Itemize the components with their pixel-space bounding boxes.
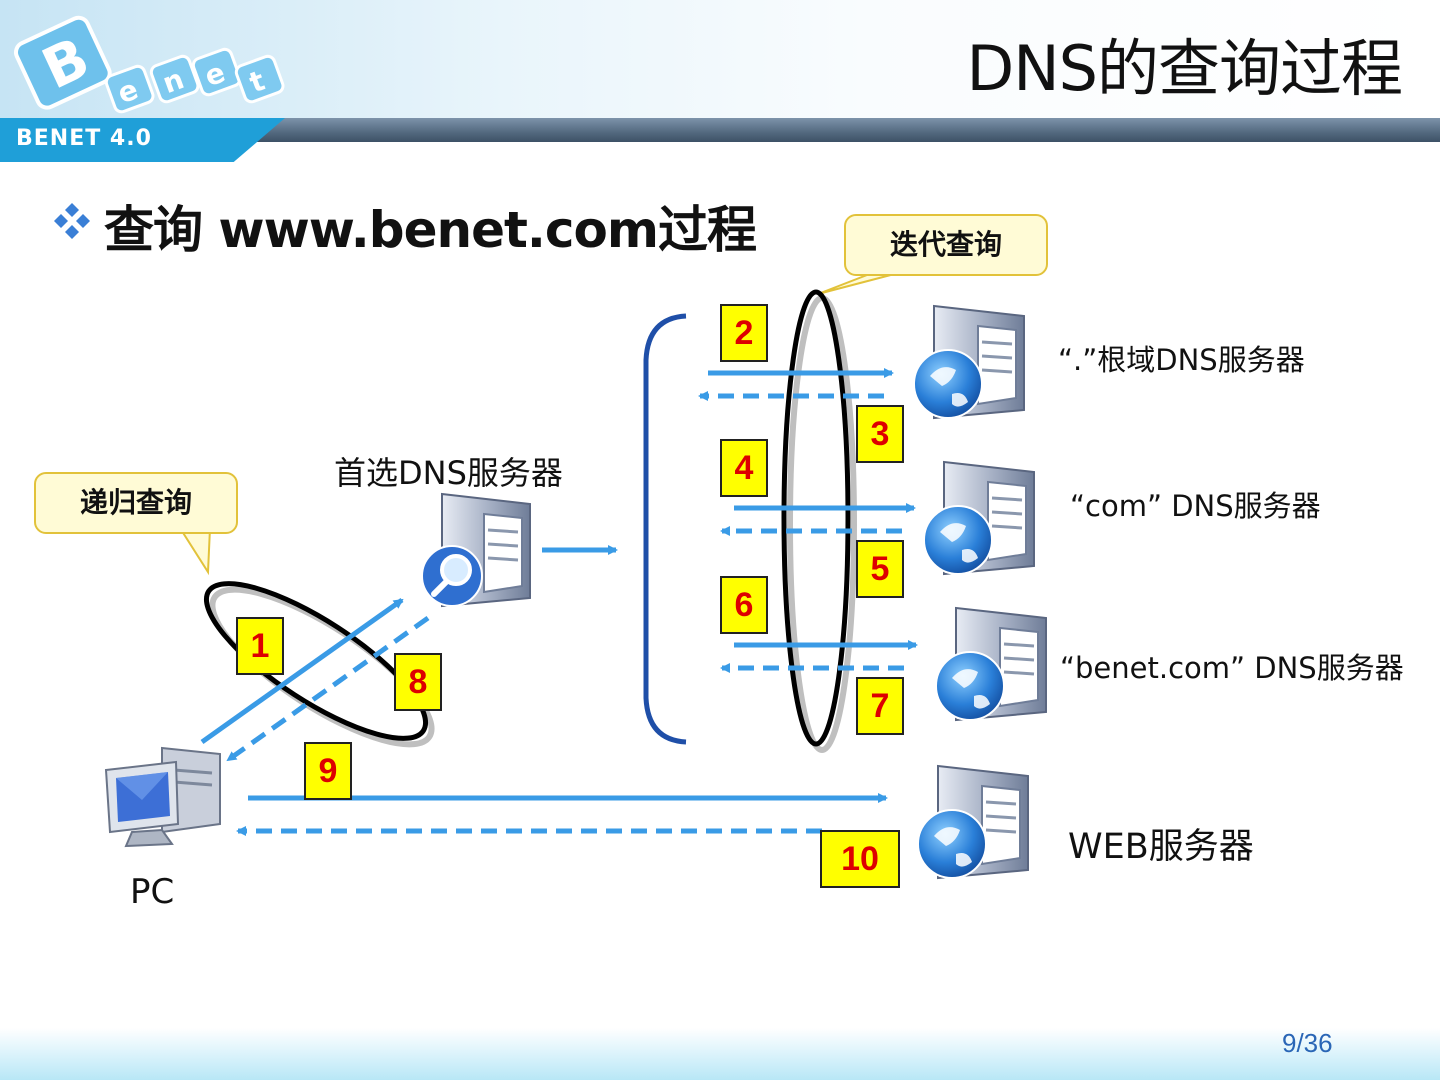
step-badge-8: 8 xyxy=(394,653,442,711)
recursive-ellipse xyxy=(203,581,429,741)
step-badge-7: 7 xyxy=(856,677,904,735)
root-dns-server-icon xyxy=(913,304,1025,420)
iterative-bracket xyxy=(643,313,687,745)
web-server-icon xyxy=(917,764,1029,880)
preferred-dns-label: 首选DNS服务器 xyxy=(334,454,563,492)
step-badge-9: 9 xyxy=(304,742,352,800)
preferred-dns-server-icon xyxy=(421,492,531,608)
step-badge-1: 1 xyxy=(236,617,284,675)
callout-iterative-query: 迭代查询 xyxy=(844,214,1048,276)
callout-tail-recursive xyxy=(178,527,212,576)
root-dns-label: “.”根域DNS服务器 xyxy=(1058,343,1305,377)
iterative-ellipse-shadow xyxy=(787,295,857,753)
step-badge-4: 4 xyxy=(720,439,768,497)
step-badge-5: 5 xyxy=(856,540,904,598)
arrow-step-8 xyxy=(226,615,430,763)
pc-label: PC xyxy=(130,872,175,912)
com-dns-server-icon xyxy=(923,460,1035,576)
callout-recursive-query: 递归查询 xyxy=(34,472,238,534)
footer-background xyxy=(0,1028,1440,1080)
version-tab xyxy=(0,118,285,162)
arrow-step-1 xyxy=(200,597,404,745)
diamond-bullet-icon xyxy=(54,203,90,239)
version-label: BENET 4.0 xyxy=(16,126,152,151)
benet-dns-label: “benet.com” DNS服务器 xyxy=(1060,651,1404,685)
page-number: 9/36 xyxy=(1282,1028,1333,1058)
slide-title: DNS的查询过程 xyxy=(966,32,1403,105)
com-dns-label: “com” DNS服务器 xyxy=(1070,489,1321,523)
step-badge-2: 2 xyxy=(720,304,768,362)
step-badge-6: 6 xyxy=(720,576,768,634)
pc-computer-icon xyxy=(104,746,221,848)
step-badge-3: 3 xyxy=(856,405,904,463)
subtitle: 查询 www.benet.com过程 xyxy=(104,201,757,259)
iterative-ellipse xyxy=(781,289,851,747)
step-badge-10: 10 xyxy=(820,830,900,888)
web-server-label: WEB服务器 xyxy=(1068,827,1254,867)
benet-dns-server-icon xyxy=(935,606,1047,722)
benet-logo: B e n e t xyxy=(13,15,285,114)
header-background xyxy=(0,0,1440,122)
